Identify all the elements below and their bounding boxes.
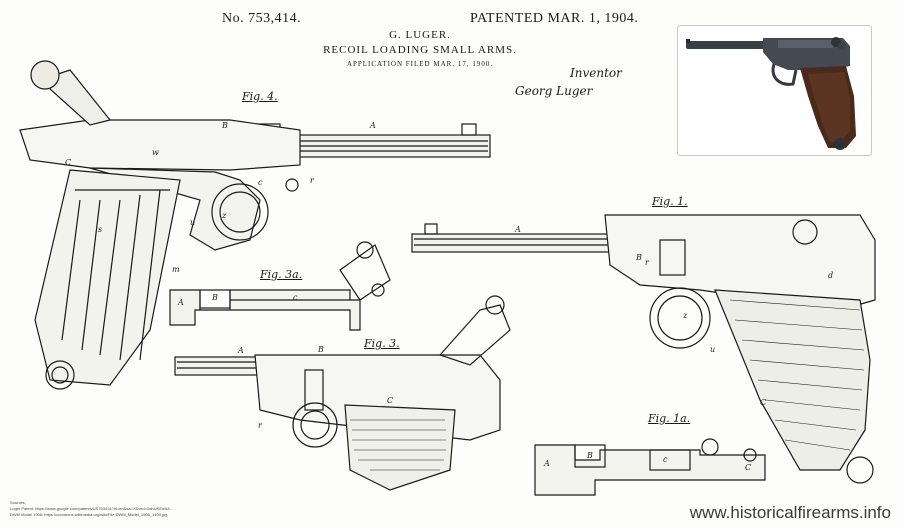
part-label-r1: r [645, 258, 650, 267]
fig3-drawing [174, 295, 511, 491]
part-label-C3: C [387, 396, 393, 405]
part-label-B1a: B [586, 451, 593, 460]
patent-date: PATENTED MAR. 1, 1904. [470, 11, 639, 26]
inventor-signature: Georg Luger [515, 84, 593, 98]
part-label-u1: u [710, 345, 715, 354]
pistol-photo [686, 37, 856, 150]
part-label-A3: A [237, 346, 244, 355]
part-label-r4: r [310, 176, 315, 185]
part-label-s4: s [98, 225, 102, 234]
part-label-B3: B [317, 345, 324, 354]
part-label-z4: z [221, 211, 227, 220]
part-label-w4: w [152, 148, 159, 157]
fig3a-label: Fig. 3a. [260, 268, 303, 281]
fig1a-drawing [534, 438, 766, 496]
part-labels: A B C c r w z u s m A B c A B C r A B C … [65, 121, 833, 472]
site-watermark: www.historicalfirearms.info [689, 503, 891, 522]
part-label-D1: d [828, 271, 833, 280]
fig1a-label: Fig. 1a. [648, 412, 691, 425]
patent-title: RECOIL LOADING SMALL ARMS. [323, 44, 517, 56]
part-label-c3a: c [293, 293, 298, 302]
inventor-name: G. LUGER. [389, 29, 451, 41]
pistol-photo-frame [677, 25, 872, 156]
fig4-label: Fig. 4. [242, 90, 278, 103]
part-label-A4: A [369, 121, 376, 130]
fig1-drawing [411, 214, 876, 484]
inventor-label: Inventor [570, 66, 622, 80]
part-label-A3a: A [177, 298, 184, 307]
part-label-m4: m [172, 265, 180, 274]
fig4-drawing [19, 60, 491, 390]
part-label-B3a: B [211, 293, 218, 302]
fig3a-drawing [169, 241, 391, 331]
part-label-B4: B [221, 121, 228, 130]
part-label-C1a: C [745, 463, 751, 472]
part-label-u4: u [190, 218, 195, 227]
fig3-label: Fig. 3. [364, 337, 400, 350]
sources-photo-link[interactable]: DWM Model 1906: https://commons.wikimedi… [10, 512, 168, 517]
fig1-label: Fig. 1. [652, 195, 688, 208]
part-label-B1: B [635, 253, 642, 262]
part-label-r3: r [258, 421, 263, 430]
part-label-C1: C [760, 398, 766, 407]
part-label-c1a: c [663, 455, 668, 464]
sources-heading: Sources: [10, 500, 26, 505]
part-label-C4: C [65, 158, 71, 167]
part-label-c4: c [258, 178, 263, 187]
part-label-A1: A [514, 225, 521, 234]
source-notes: Sources: Luger Patent: https://www.googl… [10, 500, 530, 518]
part-label-z1: z [682, 311, 688, 320]
part-label-A1a: A [543, 459, 550, 468]
sources-patent-link[interactable]: Luger Patent: https://www.google.com/pat… [10, 506, 173, 511]
patent-number: No. 753,414. [222, 11, 302, 26]
application-date: APPLICATION FILED MAR. 17, 1900. [346, 60, 494, 68]
